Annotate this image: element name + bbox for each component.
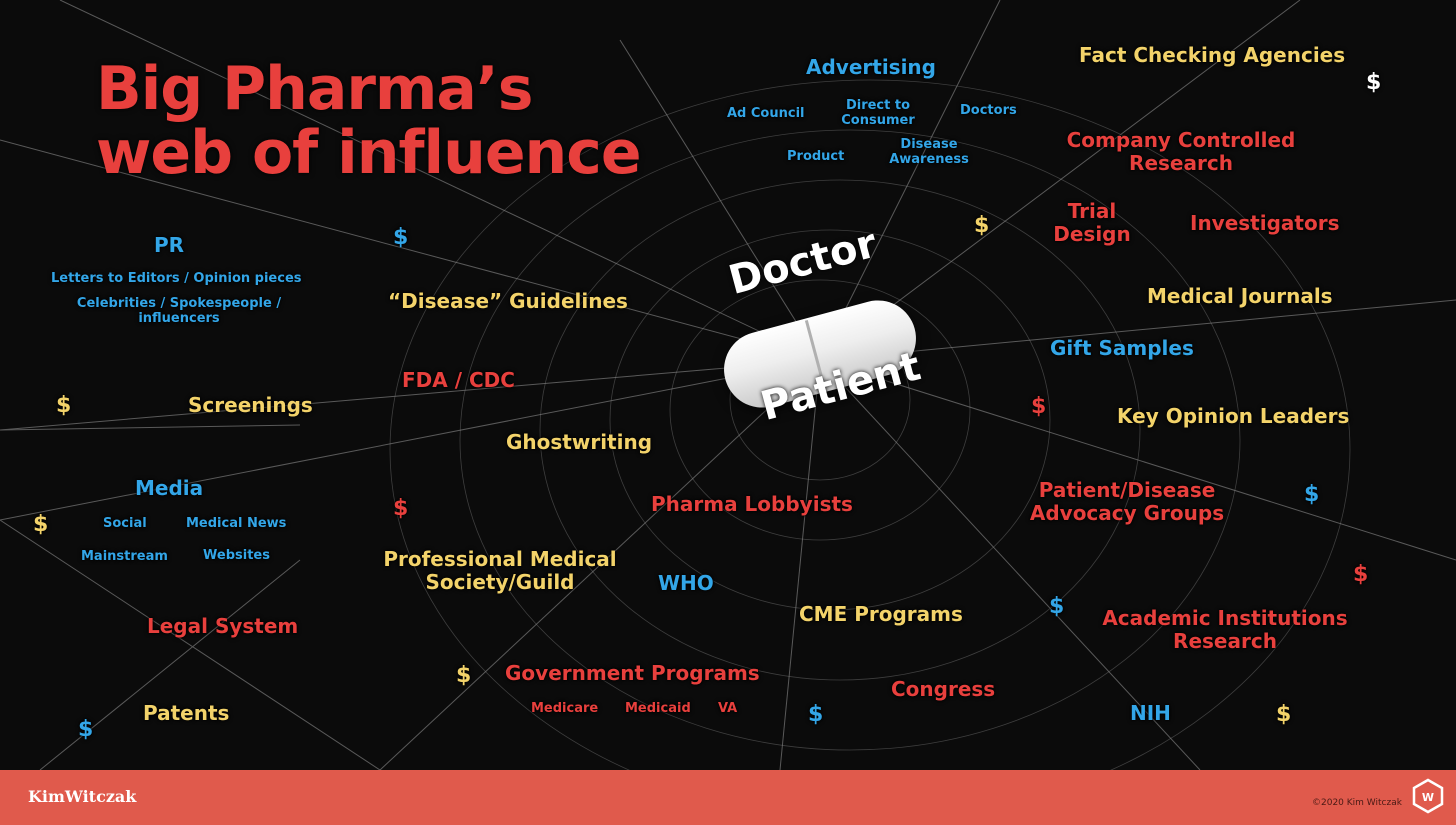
dollar-sign: $ [1049,594,1065,619]
logo-letter: W [1422,791,1434,804]
media-heading: Media [135,476,204,500]
medical-news-label: Medical News [186,516,287,531]
va-label: VA [718,701,738,716]
key-opinion-leaders-label: Key Opinion Leaders [1117,404,1350,428]
gift-samples-label: Gift Samples [1050,336,1194,360]
dollar-sign: $ [1366,70,1382,95]
dollar-sign: $ [78,717,94,742]
title-line-1: Big Pharma’s [96,54,533,124]
disease-guidelines-label: “Disease” Guidelines [388,289,628,313]
pr-heading: PR [154,233,185,257]
celebrities-label: Celebrities / Spokespeople /influencers [76,296,282,326]
doctors-label: Doctors [960,103,1017,118]
investigators-label: Investigators [1190,211,1340,235]
dollar-sign: $ [393,496,409,521]
dollar-sign: $ [1353,562,1369,587]
product-label: Product [787,149,845,164]
nih-label: NIH [1130,701,1171,725]
legal-system-label: Legal System [147,614,299,638]
dollar-sign: $ [56,393,72,418]
screenings-label: Screenings [188,393,313,417]
pharma-lobbyists-label: Pharma Lobbyists [651,492,853,516]
advertising-heading: Advertising [806,55,936,79]
brand-name: KimWitczak [28,787,137,806]
social-label: Social [103,516,147,531]
websites-label: Websites [203,548,270,563]
medicaid-label: Medicaid [625,701,691,716]
letters-to-editors-label: Letters to Editors / Opinion pieces [51,271,302,286]
fda-cdc-label: FDA / CDC [402,368,515,392]
mainstream-label: Mainstream [81,549,168,564]
dollar-sign: $ [808,702,824,727]
copyright-text: ©2020 Kim Witczak [1312,798,1402,808]
dollar-sign: $ [1276,702,1292,727]
medical-journals-label: Medical Journals [1147,284,1333,308]
government-programs-label: Government Programs [505,661,760,685]
who-label: WHO [658,571,714,595]
dollar-sign: $ [393,225,409,250]
patents-label: Patents [143,701,230,725]
dollar-sign: $ [1031,394,1047,419]
spider-web-background [0,0,1456,770]
w-logo-icon: W [1412,778,1444,814]
fact-checking-agencies-label: Fact Checking Agencies [1079,43,1346,67]
ghostwriting-label: Ghostwriting [506,430,653,454]
cme-programs-label: CME Programs [799,602,963,626]
dollar-sign: $ [456,663,472,688]
dollar-sign: $ [33,512,49,537]
dollar-sign: $ [1304,482,1320,507]
medicare-label: Medicare [531,701,599,716]
slide-title: Big Pharma’s web of influence [96,54,642,188]
congress-label: Congress [891,677,996,701]
footer-bar: KimWitczak ©2020 Kim Witczak W [0,770,1456,825]
ad-council-label: Ad Council [727,106,805,121]
title-line-2: web of influence [96,117,642,188]
dollar-sign: $ [974,213,990,238]
